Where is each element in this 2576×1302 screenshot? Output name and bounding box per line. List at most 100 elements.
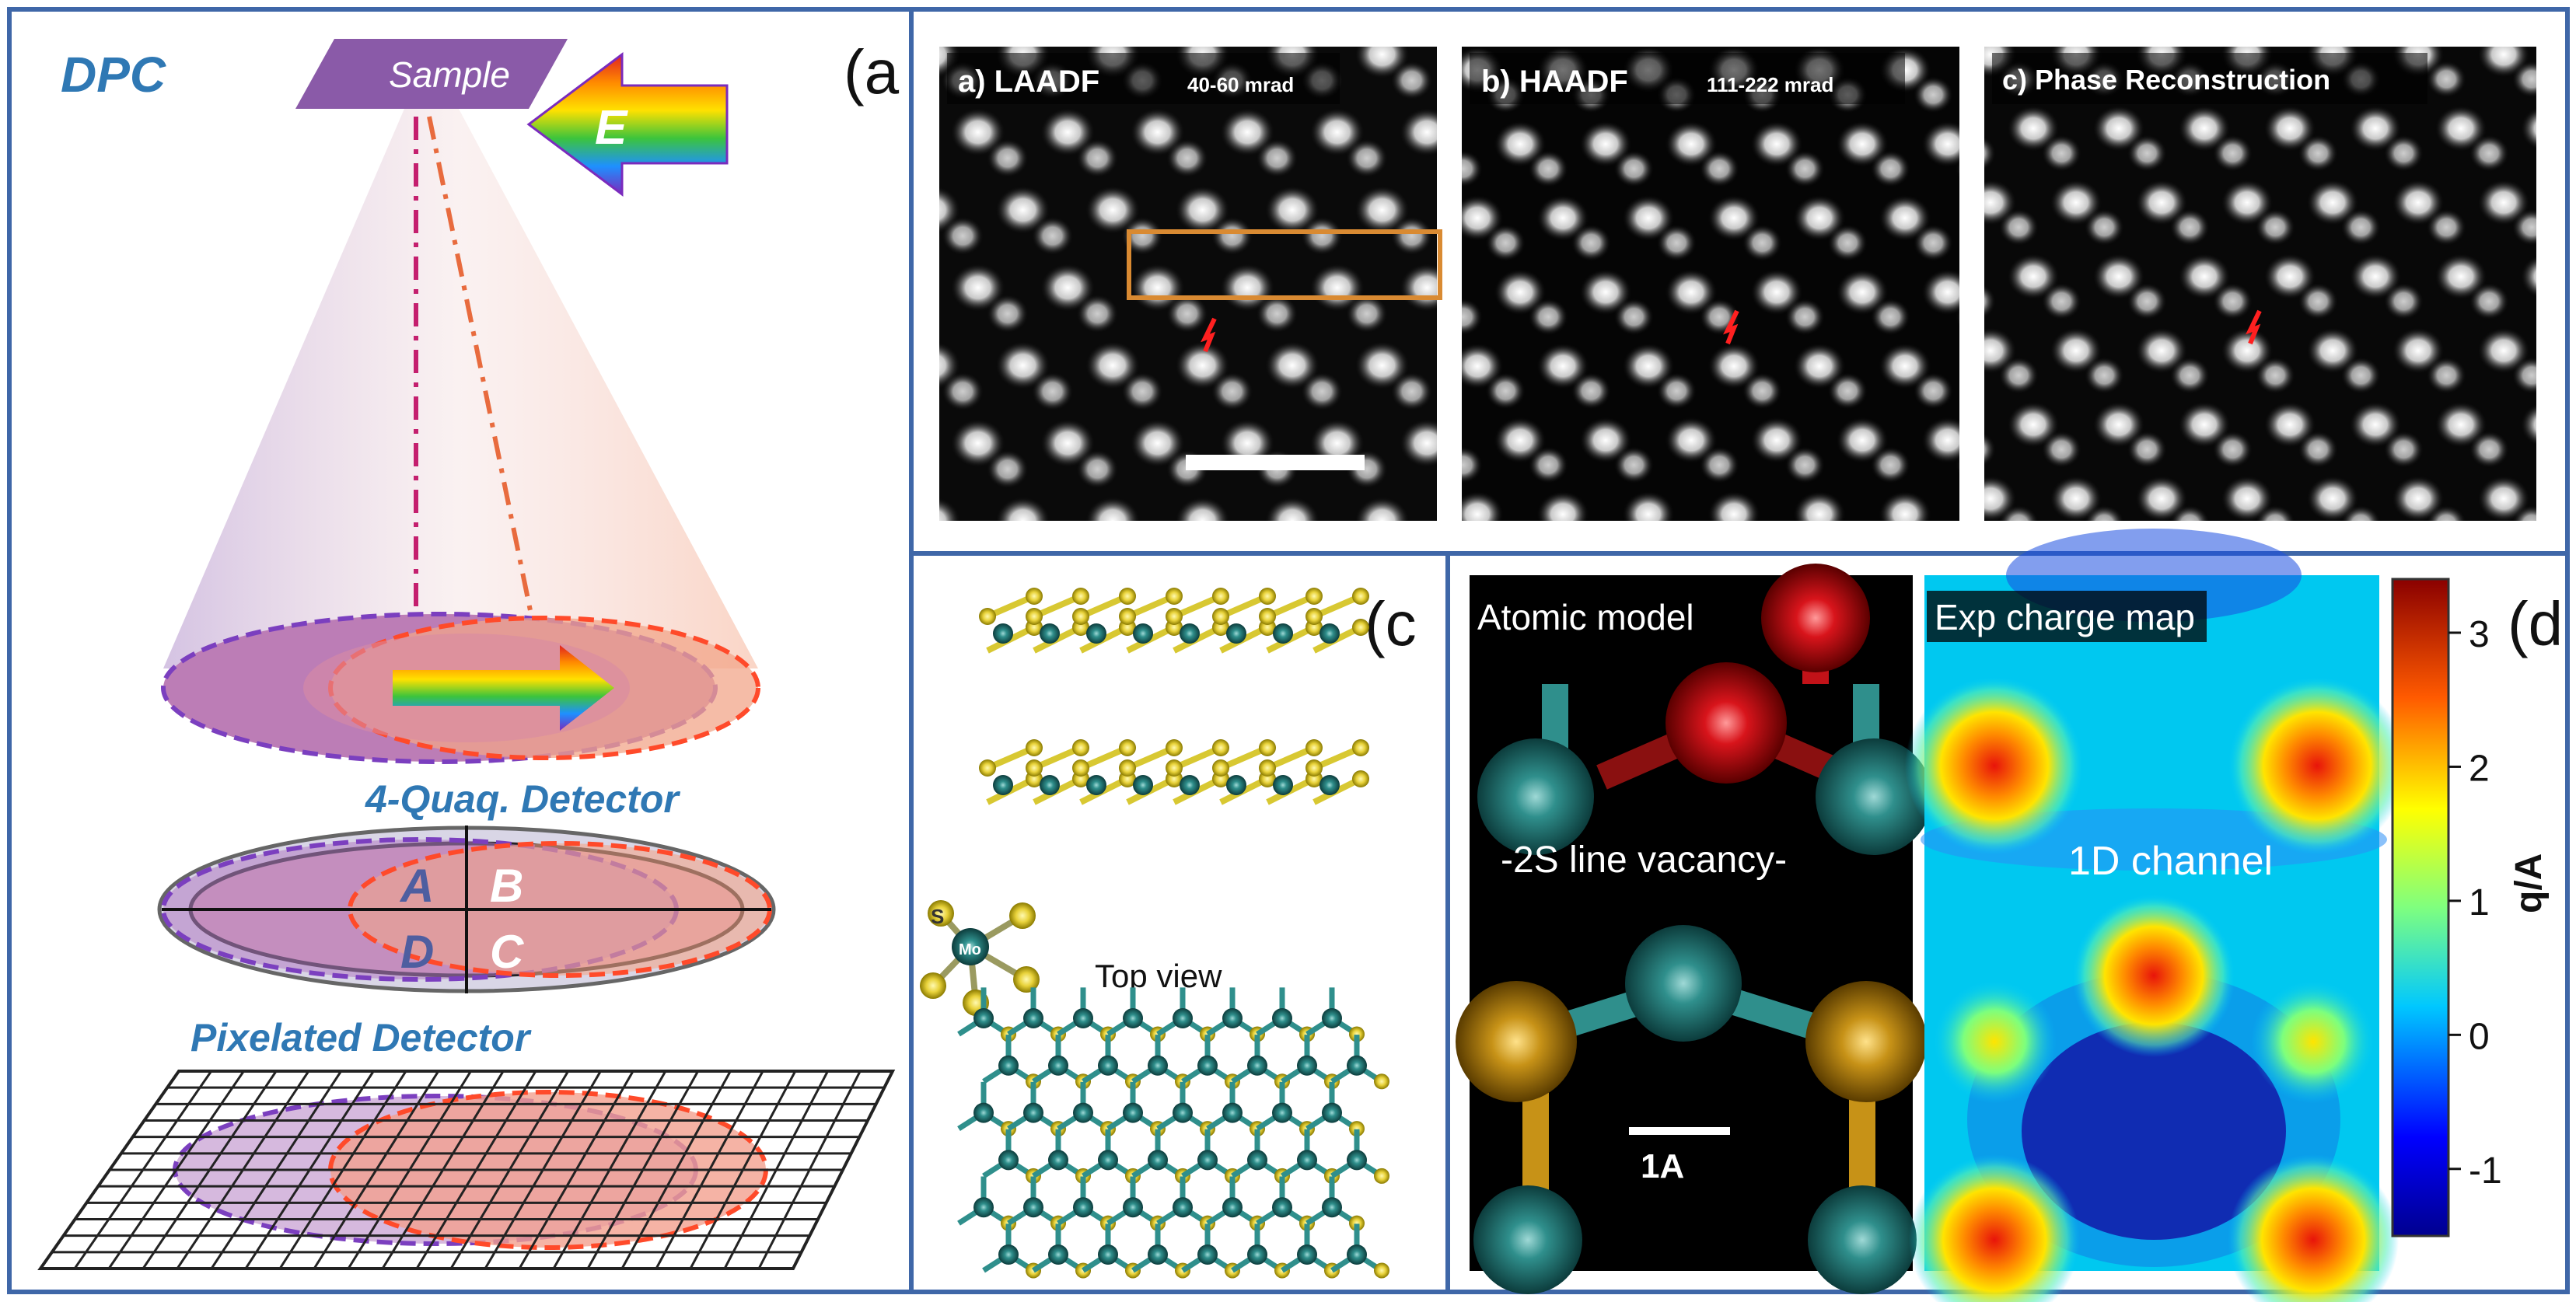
s-atom (1805, 981, 1927, 1102)
atom-column (1913, 75, 1954, 113)
colorbar-tick-label: 3 (2469, 614, 2490, 655)
atom-column (861, 264, 916, 312)
atom-column (2392, 179, 2445, 226)
panel-a-letter: (a (844, 37, 900, 106)
atom-column (861, 0, 916, 1)
atom-column (2298, 0, 2338, 24)
atom-column (1301, 527, 1344, 566)
atom-column (2511, 356, 2536, 394)
mo-atom (1040, 623, 1060, 644)
atom-column (1309, 0, 1365, 1)
atom-column (1485, 224, 1526, 262)
atom-column (995, 652, 1050, 701)
haadf-label: b) HAADF (1481, 65, 1628, 99)
atom-column (2383, 134, 2424, 173)
atom-column (2469, 431, 2510, 469)
mo-atom (1273, 775, 1293, 795)
atom-column (1699, 446, 1740, 484)
atom-column (1622, 343, 1675, 390)
atom-column (1130, 0, 1185, 1)
atom-column (1707, 490, 1760, 521)
stem-image-phase: c) Phase Reconstruction (1956, 0, 2552, 690)
atom-column (1390, 61, 1433, 100)
atom-column (1742, 224, 1783, 262)
atom-column (1085, 652, 1140, 701)
atom-column (2255, 504, 2296, 521)
colorbar-tick-label: 0 (2469, 1016, 2490, 1057)
atom-column (2383, 282, 2424, 320)
atom-column (816, 652, 871, 701)
atom-column (1928, 520, 1938, 521)
atom-column (2135, 327, 2188, 375)
mo-atom (1319, 775, 1340, 795)
atom-column (1494, 120, 1547, 168)
atom-column (1913, 372, 1954, 410)
atom-column (2169, 208, 2211, 246)
mos2-unit-cell: S Mo (920, 900, 1040, 1016)
atom-column (1984, 136, 1997, 171)
atom-column (2007, 0, 2060, 4)
atom-column (1879, 343, 1931, 390)
atom-column (1219, 107, 1275, 157)
atom-column (2511, 653, 2552, 690)
atom-column (1489, 0, 1544, 1)
atom-column (1913, 224, 1954, 262)
atom-column (2426, 208, 2467, 246)
mo-atom (1477, 738, 1594, 855)
sample-plate (295, 39, 568, 109)
atom-column (861, 419, 916, 468)
atom-column (1040, 107, 1096, 157)
shift-arrow (393, 645, 614, 731)
low-density-region (2022, 1022, 2286, 1240)
atom-column (1435, 151, 1437, 166)
atom-column (2092, 0, 2145, 4)
deflected-beam-line (427, 116, 535, 623)
atom-column (1354, 652, 1410, 701)
colorbar-label: q/A (2508, 853, 2550, 913)
scale-bar (1186, 455, 1365, 470)
atom-column (2050, 327, 2102, 375)
atom-column (1827, 372, 1868, 410)
atom-column (1707, 194, 1760, 242)
atom-column (851, 527, 894, 566)
colorbar-gradient (2391, 578, 2450, 1237)
mo-atom (1273, 623, 1293, 644)
atom-column (1665, 268, 1718, 316)
atom-column (2511, 504, 2536, 521)
atom-column (1984, 432, 1997, 467)
atom-column (1130, 418, 1186, 468)
atom-column (1956, 0, 1996, 24)
colorbar-tick-label: 1 (2469, 882, 2490, 923)
quadrant-d: D (400, 926, 434, 978)
atom-column (1040, 263, 1096, 312)
atom-column (1031, 527, 1074, 566)
atom-column (2084, 208, 2125, 246)
atom-column (2349, 105, 2402, 152)
atom-column (2212, 431, 2253, 469)
oxygen-atom (1665, 662, 1787, 784)
atom-column (1784, 298, 1826, 336)
atom-column (1211, 372, 1253, 411)
atom-column (1579, 417, 1632, 464)
atom-column (2050, 475, 2102, 521)
atom-column (1622, 194, 1675, 242)
atom-column (851, 682, 894, 721)
atom-column (1354, 340, 1410, 390)
atom-column (1656, 372, 1697, 410)
atom-column (1879, 194, 1931, 242)
atom-column (2306, 327, 2359, 375)
atom-column (1174, 185, 1231, 235)
atom-column (1120, 216, 1164, 256)
atom-column (1956, 158, 1959, 180)
atom-column (1175, 652, 1230, 701)
atom-column (816, 341, 871, 390)
quad-detector-label: 4-Quaq. Detector (365, 777, 680, 821)
atom-column (2221, 179, 2274, 226)
atom-column (905, 652, 960, 701)
atom-column (1211, 527, 1253, 566)
atom-column (1120, 372, 1164, 411)
atom-column (1399, 107, 1437, 157)
atom-column (2306, 179, 2359, 226)
